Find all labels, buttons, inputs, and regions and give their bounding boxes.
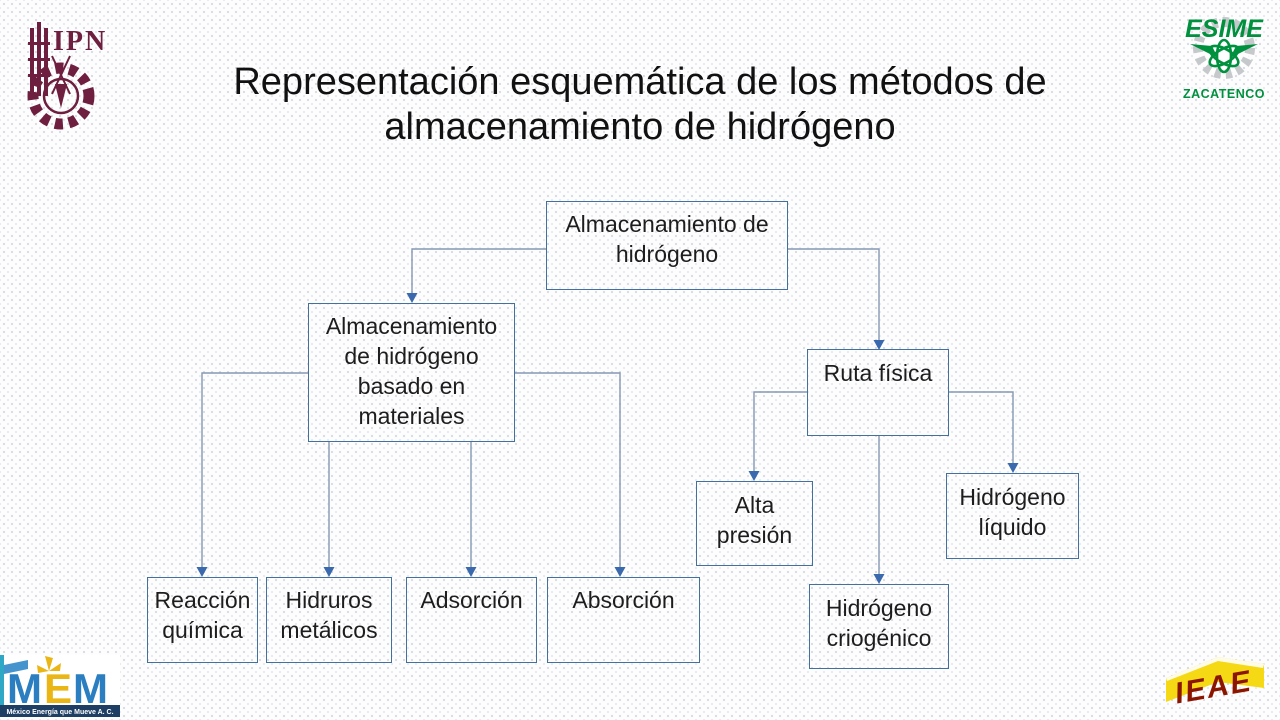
connector-paths [201, 248, 1014, 575]
mem-banner [0, 705, 120, 717]
slide-title: Representación esquemática de los método… [233, 61, 1047, 148]
mem-caption: México Energía que Mueve A. C. [6, 709, 113, 716]
wind-turbine-icon [37, 656, 61, 673]
node-absorcion: Absorción [547, 577, 700, 663]
node-hidruros-metalicos: Hidruros metálicos [266, 577, 392, 663]
ipn-acronym: IPN [53, 26, 107, 57]
node-hidrogeno-criogenico: Hidrógeno criogénico [809, 584, 949, 669]
book-icon [1166, 657, 1264, 702]
teal-strip [0, 655, 4, 717]
node-ruta-fisica: Ruta física [807, 349, 949, 436]
node-almacenamiento-de-hidrogeno: Almacenamiento de hidrógeno [546, 201, 788, 290]
flag-icon [4, 660, 28, 674]
node-reaccion-quimica: Reacción química [147, 577, 258, 663]
wing-icons [1190, 44, 1258, 58]
node-alta-presion: Alta presión [696, 481, 813, 566]
node-adsorcion: Adsorción [406, 577, 537, 663]
gear-icon [27, 55, 95, 130]
mem-letter-m1: M [7, 665, 42, 712]
mem-logo: M E M México Energía que Mueve A. C. [0, 655, 120, 717]
ieae-logo: IEAE [1166, 657, 1264, 711]
ipn-logo: IPN [27, 22, 107, 130]
mem-letter-m2: M [73, 665, 108, 712]
node-hidrogeno-liquido: Hidrógeno líquido [946, 473, 1079, 559]
esime-campus: ZACATENCO [1183, 87, 1265, 101]
node-almacenamiento-basado-en-materiales: Almacenamiento de hidrógeno basado en ma… [308, 303, 515, 442]
plumb-icon [55, 84, 67, 108]
esime-name: ESIME [1185, 15, 1264, 43]
arrowheads [196, 293, 1019, 584]
mem-letter-e: E [44, 665, 72, 712]
esime-logo: ESIME ZACATENCO [1183, 15, 1265, 101]
